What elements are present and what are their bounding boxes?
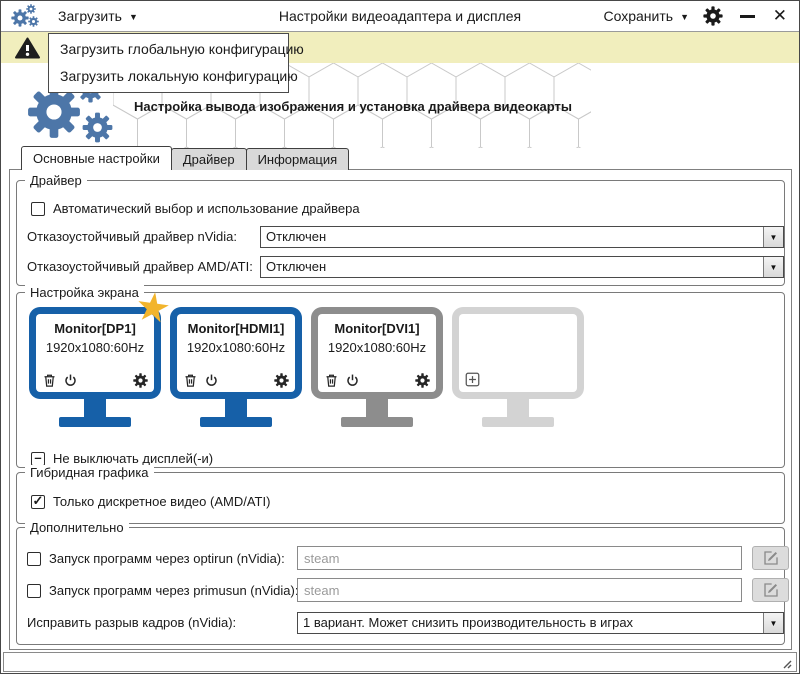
primusun-row: Запуск программ через primusun (nVidia): — [27, 583, 298, 598]
add-monitor-icon[interactable] — [465, 372, 480, 387]
menu-item-load-global[interactable]: Загрузить глобальную конфигурацию — [60, 41, 304, 57]
chevron-down-icon: ▼ — [769, 618, 778, 628]
menu-item-load-local[interactable]: Загрузить локальную конфигурацию — [60, 68, 298, 84]
power-icon[interactable] — [204, 373, 219, 388]
discrete-video-checkbox[interactable]: ✓ — [31, 493, 45, 509]
keep-display-on-checkbox[interactable]: – — [31, 450, 45, 466]
keep-display-on-row: – Не выключать дисплей(-и) — [31, 451, 213, 466]
auto-driver-label: Автоматический выбор и использование дра… — [53, 201, 360, 216]
save-menu-button[interactable]: Сохранить ▼ — [604, 1, 690, 31]
pencil-icon — [763, 550, 779, 566]
tab-content: Драйвер Автоматический выбор и использов… — [9, 169, 792, 650]
status-bar — [3, 652, 797, 672]
auto-driver-checkbox[interactable] — [31, 201, 45, 216]
primusun-checkbox[interactable] — [27, 583, 41, 598]
primusun-label: Запуск программ через primusun (nVidia): — [49, 583, 299, 598]
auto-driver-checkbox-row: Автоматический выбор и использование дра… — [31, 201, 360, 216]
app-gears-icon — [11, 4, 43, 29]
monitor-gear-icon[interactable] — [133, 373, 148, 388]
amd-failsafe-select[interactable]: Отключен ▼ — [260, 256, 784, 278]
monitor-gear-icon[interactable] — [274, 373, 289, 388]
pencil-icon — [763, 582, 779, 598]
monitor-resolution: 1920x1080:60Hz — [186, 340, 286, 355]
additional-group-title: Дополнительно — [25, 520, 129, 535]
resize-grip[interactable] — [778, 657, 792, 669]
monitor-name: Monitor[DP1] — [54, 321, 136, 336]
chevron-down-icon: ▼ — [680, 11, 689, 22]
monitor-card-empty[interactable] — [452, 307, 584, 427]
driver-group-title: Драйвер — [25, 173, 87, 188]
tab-bar: Основные настройки Драйвер Информация — [21, 146, 350, 170]
check-mark-icon: ✓ — [32, 493, 44, 508]
chevron-down-icon: ▼ — [128, 11, 138, 22]
monitor-list: ★ Monitor[DP1] 1920x1080:60Hz — [29, 284, 584, 427]
monitor-name: Monitor[HDMI1] — [187, 321, 285, 336]
optirun-label: Запуск программ через optirun (nVidia): — [49, 551, 285, 566]
primusun-edit-button[interactable] — [752, 578, 789, 602]
optirun-row: Запуск программ через optirun (nVidia): — [27, 551, 285, 566]
monitor-card-dp1[interactable]: ★ Monitor[DP1] 1920x1080:60Hz — [29, 284, 174, 427]
tearing-select[interactable]: 1 вариант. Может снизить производительно… — [297, 612, 784, 634]
tearing-value: 1 вариант. Может снизить производительно… — [303, 615, 634, 630]
trash-icon[interactable] — [324, 373, 339, 388]
monitor-card-dvi1[interactable]: Monitor[DVI1] 1920x1080:60Hz — [311, 307, 443, 427]
discrete-video-label: Только дискретное видео (AMD/ATI) — [53, 494, 271, 509]
chevron-down-icon: ▼ — [769, 232, 778, 242]
close-icon[interactable]: ✕ — [772, 6, 787, 25]
power-icon[interactable] — [345, 373, 360, 388]
save-menu-label: Сохранить — [603, 8, 674, 24]
primusun-input[interactable] — [297, 578, 742, 602]
hybrid-group-title: Гибридная графика — [25, 465, 154, 480]
tab-information[interactable]: Информация — [245, 148, 350, 170]
monitor-gear-icon[interactable] — [415, 373, 430, 388]
header: Настройка вывода изображения и установка… — [1, 63, 799, 148]
dropdown-arrow-button[interactable]: ▼ — [763, 257, 783, 277]
amd-failsafe-label: Отказоустойчивый драйвер AMD/ATI: — [27, 259, 253, 274]
tearing-label: Исправить разрыв кадров (nVidia): — [27, 615, 237, 630]
primary-star-icon: ★ — [132, 283, 174, 333]
settings-gear-icon[interactable] — [703, 6, 723, 26]
warning-icon — [14, 37, 41, 59]
monitor-name: Monitor[DVI1] — [334, 321, 420, 336]
nvidia-failsafe-select[interactable]: Отключен ▼ — [260, 226, 784, 248]
optirun-checkbox[interactable] — [27, 551, 41, 566]
optirun-input[interactable] — [297, 546, 742, 570]
minimize-button[interactable] — [740, 15, 755, 18]
keep-display-on-label: Не выключать дисплей(-и) — [53, 451, 214, 466]
dropdown-arrow-button[interactable]: ▼ — [763, 227, 783, 247]
monitor-card-hdmi1[interactable]: Monitor[HDMI1] 1920x1080:60Hz — [170, 307, 302, 427]
trash-icon[interactable] — [42, 373, 57, 388]
discrete-video-row: ✓ Только дискретное видео (AMD/ATI) — [31, 494, 270, 509]
load-menu-label: Загрузить — [58, 8, 122, 24]
additional-group: Дополнительно Запуск программ через opti… — [16, 520, 789, 645]
header-title: Настройка вывода изображения и установка… — [134, 99, 572, 114]
trash-icon[interactable] — [183, 373, 198, 388]
power-icon[interactable] — [63, 373, 78, 388]
hybrid-group: Гибридная графика ✓ Только дискретное ви… — [16, 465, 785, 524]
tab-main-settings[interactable]: Основные настройки — [21, 146, 172, 170]
window-title: Настройки видеоадаптера и дисплея — [278, 8, 522, 24]
titlebar: Загрузить ▼ Настройки видеоадаптера и ди… — [1, 1, 799, 31]
monitor-resolution: 1920x1080:60Hz — [45, 340, 145, 355]
chevron-down-icon: ▼ — [769, 262, 778, 272]
screen-group: Настройка экрана ★ Monitor[DP1] 1920x108… — [16, 284, 785, 468]
driver-group: Драйвер Автоматический выбор и использов… — [16, 173, 785, 286]
screen-group-title: Настройка экрана — [25, 285, 144, 300]
monitor-resolution: 1920x1080:60Hz — [327, 340, 427, 355]
optirun-edit-button[interactable] — [752, 546, 789, 570]
load-menu-button[interactable]: Загрузить ▼ — [58, 1, 138, 31]
dropdown-arrow-button[interactable]: ▼ — [763, 613, 783, 633]
load-dropdown-menu: Загрузить глобальную конфигурацию Загруз… — [48, 33, 304, 93]
nvidia-failsafe-value: Отключен — [266, 229, 327, 244]
amd-failsafe-value: Отключен — [266, 259, 327, 274]
indeterminate-mark-icon: – — [34, 450, 42, 465]
tab-driver[interactable]: Драйвер — [170, 148, 247, 170]
nvidia-failsafe-label: Отказоустойчивый драйвер nVidia: — [27, 229, 237, 244]
